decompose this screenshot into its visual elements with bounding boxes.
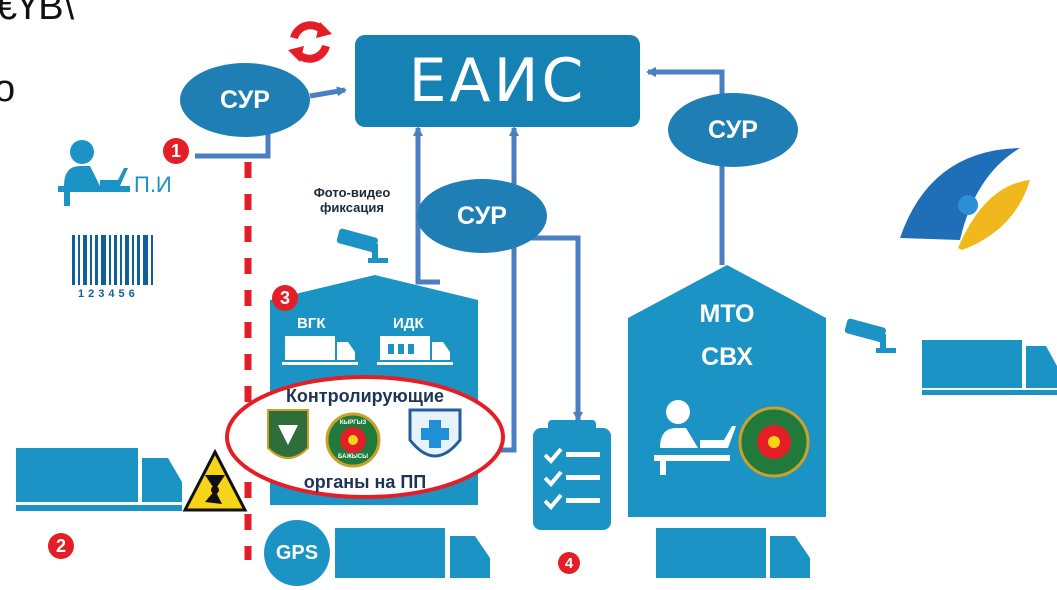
sur-label-center: СУР xyxy=(457,201,507,230)
idk-label: ИДК xyxy=(393,315,424,332)
step-number-3: 3 xyxy=(272,285,298,311)
vgk-label: ВГК xyxy=(297,315,326,332)
gps-circle xyxy=(264,520,330,586)
controllers-label-top: Контролирующие xyxy=(285,386,445,406)
vgk-to-eais-arrow xyxy=(413,126,440,285)
vgk-truck-icon xyxy=(282,336,358,365)
radiation-hazard-icon xyxy=(182,448,248,512)
corner-text-top: €ҮВ\ xyxy=(0,0,75,28)
sur-to-checklist-arrow xyxy=(525,235,583,422)
truck-bottom-right-icon xyxy=(656,528,810,578)
controllers-label-bottom: органы на ПП xyxy=(303,472,427,492)
mto-customs-emblem-icon xyxy=(738,406,810,478)
step-number-1: 1 xyxy=(163,138,189,164)
svh-label: СВХ xyxy=(701,343,753,371)
eais-title: ЕАИС xyxy=(408,46,587,116)
pi-label: П.И xyxy=(134,172,172,197)
emblem-text-bottom: БАЖЫСЫ xyxy=(338,454,368,460)
truck-right-icon xyxy=(922,340,1057,395)
sanitary-emblem-icon xyxy=(408,408,462,458)
mto-to-eais-arrow xyxy=(646,67,725,265)
sur-label-left: СУР xyxy=(220,85,270,114)
veterinary-emblem-icon xyxy=(267,409,309,459)
person-desk-icon xyxy=(58,140,130,206)
refresh-icon xyxy=(288,21,332,63)
sur-ellipse-left xyxy=(180,63,310,137)
barcode-number: 123456 xyxy=(78,288,139,300)
cctv-camera-icon-right xyxy=(844,318,896,353)
sur-ellipse-center xyxy=(417,179,547,253)
emblem-text-top: КЫРГЫЗ xyxy=(339,420,367,426)
gps-label: GPS xyxy=(275,542,319,564)
customs-emblem-icon xyxy=(325,412,381,468)
eaeu-logo xyxy=(900,148,1030,250)
sur1-to-eais-arrow xyxy=(309,86,347,99)
idk-truck-icon xyxy=(377,336,453,365)
truck-left-icon xyxy=(16,448,182,511)
corner-text-bottom: о xyxy=(0,68,16,110)
cctv-camera-icon xyxy=(336,228,388,263)
mto-label: МТО xyxy=(699,300,755,328)
sur-ellipse-right xyxy=(668,93,798,167)
checklist-icon xyxy=(533,420,611,530)
sur-label-right: СУР xyxy=(708,115,758,144)
controllers-to-eais-arrow xyxy=(500,126,519,453)
eais-box xyxy=(355,35,640,127)
photo-video-caption-line2: фиксация xyxy=(320,200,384,215)
photo-video-caption: Фото-видео фиксация xyxy=(296,185,408,215)
photo-video-caption-line1: Фото-видео xyxy=(313,185,391,200)
person-laptop-icon xyxy=(654,400,736,475)
truck-gps-icon xyxy=(335,528,490,578)
step-number-4: 4 xyxy=(558,552,580,574)
barcode-icon xyxy=(72,235,153,285)
step-number-2: 2 xyxy=(48,533,74,559)
